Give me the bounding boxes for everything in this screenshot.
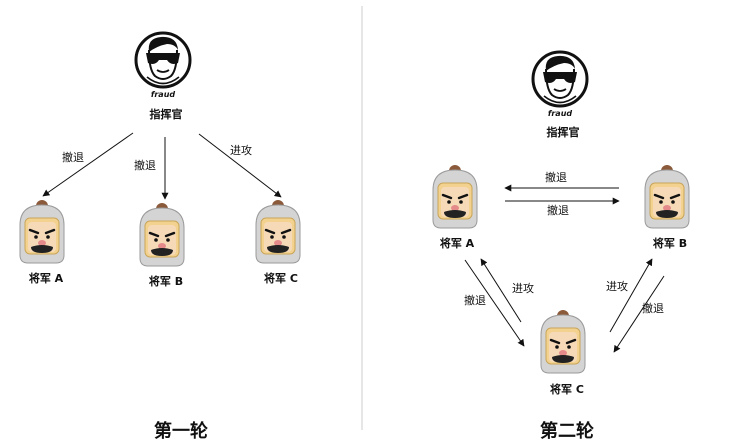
round2-general-a-label: 将军 A: [440, 236, 475, 250]
round2-title: 第二轮: [540, 420, 594, 442]
round1-order-to-a: 撤退: [62, 150, 84, 164]
round1-general-c-label: 将军 C: [264, 271, 298, 285]
round1-general-b-label: 将军 B: [149, 274, 183, 288]
commander-fraud-badge: fraud: [151, 90, 176, 99]
round2-general-b: [643, 163, 691, 230]
helmeted-general-icon: [431, 163, 479, 230]
round2-group: fraud 指挥官 将军 A 将军 B 将军 C 撤退 撤退 撤退 进攻 进攻 …: [431, 50, 691, 442]
helmeted-general-icon: [18, 198, 66, 265]
commander-fraud-badge: fraud: [548, 109, 573, 118]
round2-general-a: [431, 163, 479, 230]
round1-general-c: [254, 198, 302, 265]
round1-arrow-to-a: [42, 132, 134, 197]
round2-general-b-label: 将军 B: [653, 236, 687, 250]
round1-title: 第一轮: [154, 420, 208, 442]
round2-arrow-b-to-c: [613, 275, 665, 353]
round2-msg-b-to-a: 撤退: [545, 170, 567, 184]
round2-msg-a-to-b: 撤退: [547, 203, 569, 217]
round2-general-c-label: 将军 C: [550, 382, 584, 396]
round1-group: fraud 指挥官 撤退 撤退 进攻 将军 A 将军 B 将军 C 第一轮: [18, 31, 302, 442]
round1-order-to-c: 进攻: [230, 143, 252, 157]
round2-arrow-c-to-a: [480, 258, 522, 323]
helmeted-general-icon: [643, 163, 691, 230]
round2-commander: fraud: [531, 50, 589, 118]
helmeted-general-icon: [254, 198, 302, 265]
round2-msg-a-to-c: 撤退: [464, 293, 486, 307]
round2-arrow-c-to-b: [609, 258, 653, 333]
round2-msg-c-to-b: 进攻: [606, 279, 628, 293]
round1-commander: fraud: [134, 31, 192, 99]
helmeted-general-icon: [539, 308, 587, 375]
round2-general-c: [539, 308, 587, 375]
masked-commander-icon: [134, 31, 192, 89]
round2-msg-b-to-c: 撤退: [642, 301, 664, 315]
round1-general-a: [18, 198, 66, 265]
round1-commander-label: 指挥官: [150, 107, 183, 121]
round2-commander-label: 指挥官: [547, 125, 580, 139]
round1-general-b: [138, 201, 186, 268]
round1-arrow-to-c: [198, 133, 282, 198]
round1-general-a-label: 将军 A: [29, 271, 64, 285]
masked-commander-icon: [531, 50, 589, 108]
helmeted-general-icon: [138, 201, 186, 268]
round2-msg-c-to-a: 进攻: [512, 281, 534, 295]
round1-order-to-b: 撤退: [134, 158, 156, 172]
round2-arrow-a-to-c: [464, 259, 525, 347]
